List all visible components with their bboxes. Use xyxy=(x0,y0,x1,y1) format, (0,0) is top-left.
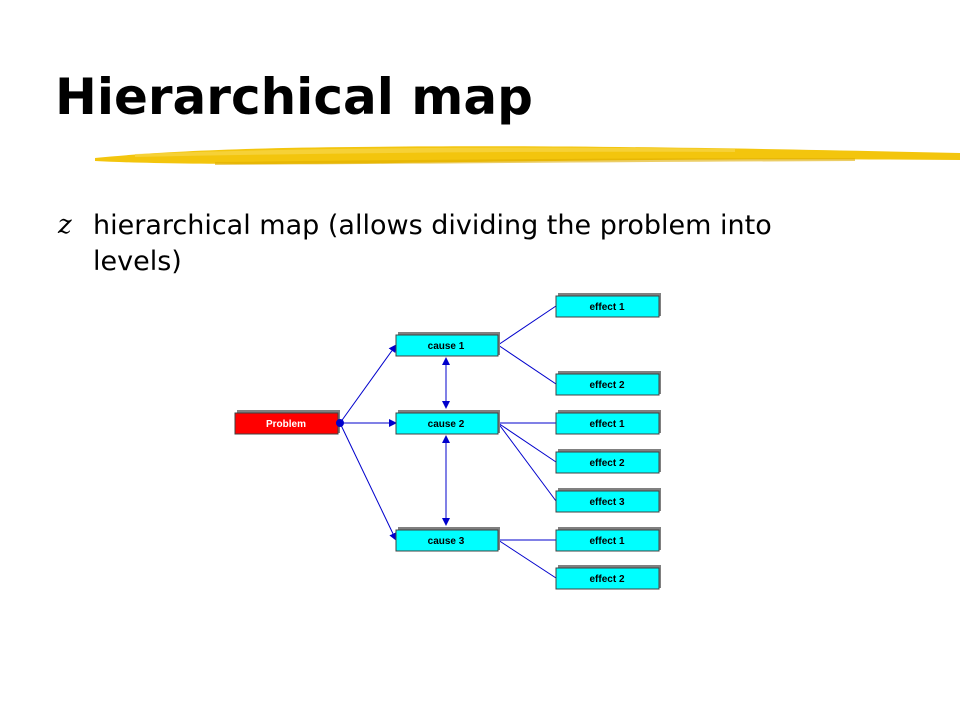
edges-causes-to-effects xyxy=(497,305,557,579)
edge-problem-cause1 xyxy=(339,344,397,424)
node-problem-label: Problem xyxy=(266,419,306,430)
node-cause-1: cause 1 xyxy=(395,332,500,357)
node-cause1-effect-1-label: effect 1 xyxy=(589,302,624,313)
node-cause3-effect-2: effect 2 xyxy=(555,565,661,590)
node-cause3-effect-2-label: effect 2 xyxy=(589,574,624,585)
node-cause1-effect-2-label: effect 2 xyxy=(589,380,624,391)
node-cause2-effect-1-label: effect 1 xyxy=(589,419,624,430)
edge-cause1-effect2 xyxy=(497,344,557,385)
node-cause1-effect-2: effect 2 xyxy=(555,371,661,396)
slide-title: Hierarchical map xyxy=(55,68,533,126)
edge-cause2-effect2 xyxy=(497,422,557,463)
node-problem: Problem xyxy=(234,410,344,435)
bullet-marker: z xyxy=(58,210,72,240)
node-cause2-effect-3-label: effect 3 xyxy=(589,497,624,508)
node-cause-3-label: cause 3 xyxy=(428,536,465,547)
edge-cause2-effect3 xyxy=(497,422,557,502)
edges-problem-to-causes xyxy=(339,344,397,541)
node-cause3-effect-1: effect 1 xyxy=(555,527,661,552)
node-cause2-effect-1: effect 1 xyxy=(555,410,661,435)
node-cause3-effect-1-label: effect 1 xyxy=(589,536,624,547)
edge-cause3-effect2 xyxy=(497,539,557,579)
edge-problem-cause3 xyxy=(339,422,397,541)
node-cause-1-label: cause 1 xyxy=(428,341,465,352)
node-cause2-effect-2-label: effect 2 xyxy=(589,458,624,469)
edge-cause1-effect1 xyxy=(497,305,557,346)
node-cause-3: cause 3 xyxy=(395,527,500,552)
bullet-text: hierarchical map (allows dividing the pr… xyxy=(93,210,772,277)
title-underline-brushstroke xyxy=(95,146,960,165)
node-cause1-effect-1: effect 1 xyxy=(555,293,661,318)
node-cause-2: cause 2 xyxy=(395,410,500,435)
node-cause2-effect-2: effect 2 xyxy=(555,449,661,474)
node-cause2-effect-3: effect 3 xyxy=(555,488,661,513)
node-cause-2-label: cause 2 xyxy=(428,419,465,430)
